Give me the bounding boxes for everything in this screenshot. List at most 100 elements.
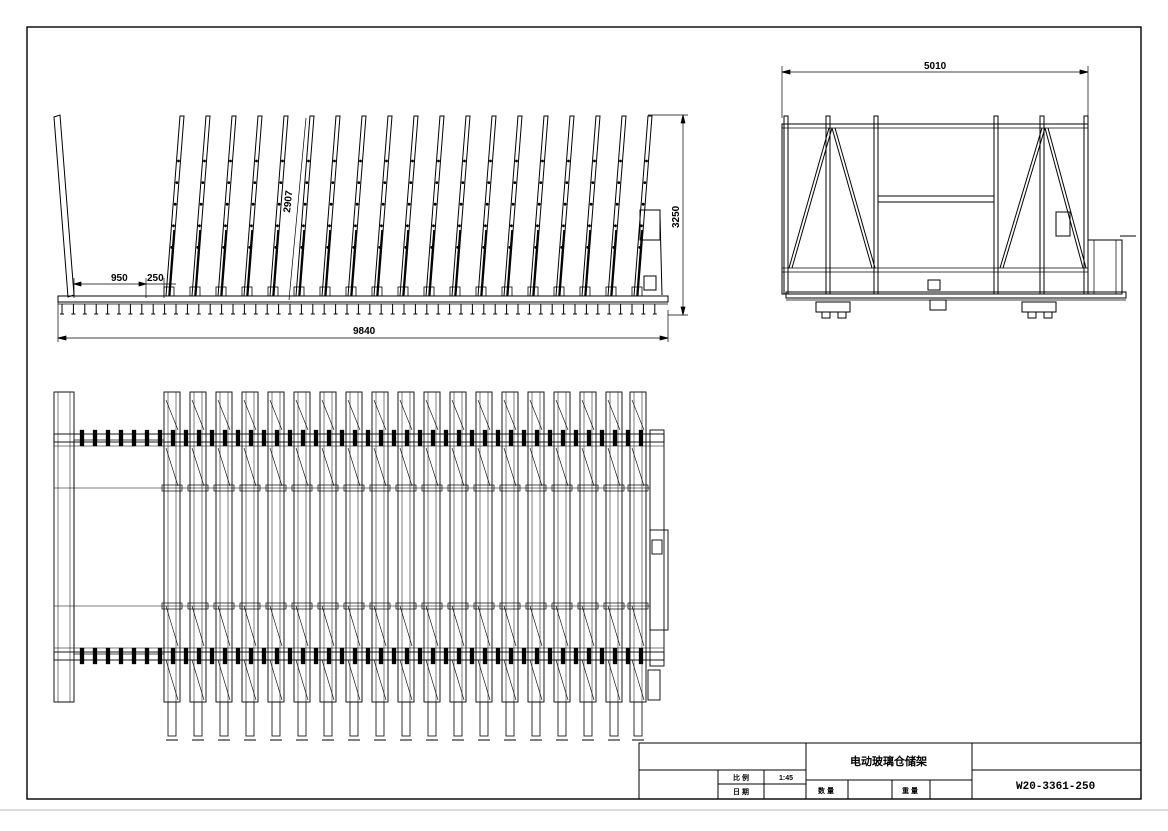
plan-frame-clamp <box>447 602 469 610</box>
side-upright-bolt <box>484 224 487 228</box>
dim-overall-length-label: 9840 <box>353 326 376 337</box>
side-upright-bolt <box>433 202 437 206</box>
side-upright <box>555 115 575 297</box>
side-upright-bolt <box>534 246 538 249</box>
side-upright-bolt <box>357 181 361 185</box>
plan-frame-leg <box>271 701 281 737</box>
plan-rail-stud <box>495 647 501 665</box>
side-upright-bolt <box>224 224 227 228</box>
plan-frame-leg <box>245 701 255 737</box>
side-upright-bolt <box>589 202 593 206</box>
plan-rail-stud <box>287 647 293 665</box>
side-upright-bolt <box>458 224 461 228</box>
plan-frame-clamp <box>421 602 443 610</box>
plan-rail-stud <box>482 647 488 665</box>
side-upright-bolt <box>562 224 565 228</box>
side-upright-bolt <box>222 246 226 249</box>
side-upright-bolt <box>355 202 359 206</box>
side-upright-bolt <box>567 159 570 163</box>
plan-frame-brace <box>451 605 465 647</box>
weight-label: 重 量 <box>902 786 918 795</box>
plan-rail-stud <box>521 647 527 665</box>
plan-frame-brace <box>243 605 257 647</box>
plan-view <box>53 391 669 741</box>
side-upright-bolt <box>430 246 434 249</box>
plan-frame-brace <box>451 447 465 487</box>
plan-frame-leg <box>323 701 333 737</box>
plan-rack-frames <box>79 391 649 741</box>
plan-rail-stud <box>339 429 345 447</box>
end-frame-left <box>53 114 75 298</box>
plan-frame-clamp <box>343 484 365 492</box>
side-upright-bolt <box>199 202 203 206</box>
side-upright <box>425 115 445 297</box>
base-beam <box>57 295 669 303</box>
plan-frame-brace <box>477 399 491 431</box>
side-upright-bolt <box>250 224 253 228</box>
plan-frame-brace <box>399 447 413 487</box>
plan-frame-brace <box>321 605 335 647</box>
drawing-number: W20-3361-250 <box>1016 781 1095 793</box>
plan-frame-clamp <box>239 484 261 492</box>
side-upright-bolt <box>407 202 411 206</box>
plan-frame-leg <box>167 701 177 737</box>
side-upright-bolt <box>459 202 463 206</box>
side-upright <box>321 115 341 297</box>
plan-frame-brace <box>503 447 517 487</box>
side-upright-bolt <box>404 246 408 249</box>
plan-frame-brace <box>321 659 335 701</box>
plan-frame-brace <box>631 447 645 487</box>
plan-rail-stud <box>404 647 410 665</box>
plan-frame-leg <box>557 701 567 737</box>
side-upright-bolt <box>511 202 515 206</box>
plan-frame-clamp <box>161 484 183 492</box>
plan-rail-stud <box>235 647 241 665</box>
control-box-post <box>659 214 663 296</box>
plan-frame-clamp <box>447 484 469 492</box>
plan-frame-brace <box>243 447 257 487</box>
side-upright-bolt <box>638 246 642 249</box>
side-elevation-view <box>53 114 669 315</box>
side-upright-bolt <box>643 181 647 185</box>
dim-bay-spacing-label: 950 <box>111 273 128 284</box>
side-upright-bolt <box>588 224 591 228</box>
side-upright-bolt <box>248 246 252 249</box>
plan-frame-brace <box>165 399 179 431</box>
side-upright-bolt <box>170 246 174 249</box>
side-upright-bolt <box>329 202 333 206</box>
plan-frame-leg <box>633 701 643 737</box>
plan-frame-clamp <box>473 602 495 610</box>
side-upright-bolt <box>461 181 465 185</box>
plan-frame-brace <box>451 659 465 701</box>
dim-offset-label: 250 <box>147 273 164 284</box>
dim-width <box>781 66 1089 118</box>
plan-rail-stud <box>131 647 137 665</box>
side-uprights <box>163 115 653 297</box>
plan-rail-stud <box>508 429 514 447</box>
plan-frame-clamp <box>317 484 339 492</box>
plan-frame-brace <box>165 447 179 487</box>
plan-rail-stud <box>105 429 111 447</box>
plan-frame-brace <box>477 659 491 701</box>
plan-frame-brace <box>347 605 361 647</box>
side-upright <box>399 115 419 297</box>
plan-frame-clamp <box>525 602 547 610</box>
plan-rail-stud <box>352 429 358 447</box>
plan-rail-stud <box>248 647 254 665</box>
plan-rail-stud <box>105 647 111 665</box>
plan-rail-stud <box>456 647 462 665</box>
side-upright-bolt <box>326 246 330 249</box>
plan-frame-brace <box>477 605 491 647</box>
plan-rail-stud <box>612 647 618 665</box>
plan-frame-brace <box>373 447 387 487</box>
plan-frame-clamp <box>291 484 313 492</box>
side-upright-bolt <box>229 159 232 163</box>
plan-frame-brace <box>503 659 517 701</box>
side-upright-bolt <box>385 159 388 163</box>
plan-rail-stud <box>79 429 85 447</box>
plan-frame-brace <box>425 399 439 431</box>
plan-frame-clamp <box>213 484 235 492</box>
scale-label: 比 例 <box>733 773 749 782</box>
side-upright-support <box>402 229 409 297</box>
